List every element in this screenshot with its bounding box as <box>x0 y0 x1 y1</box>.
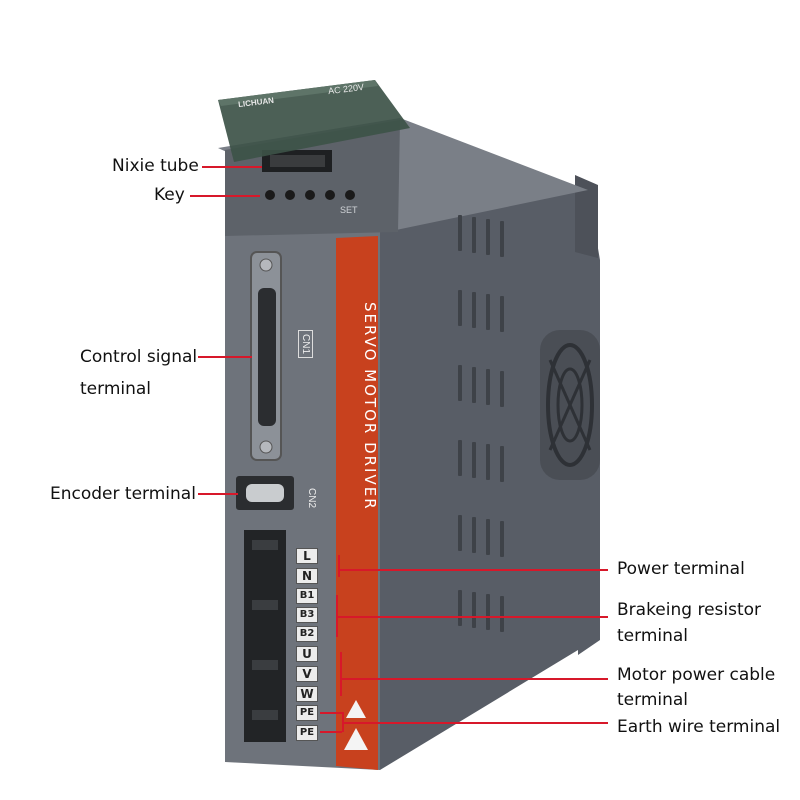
display-cover <box>218 80 410 162</box>
terminal-b1: B1 <box>296 588 318 604</box>
terminal-b2: B2 <box>296 626 318 642</box>
leader-key <box>190 195 260 197</box>
leader-earth <box>320 712 342 714</box>
bracket-braking <box>336 595 338 637</box>
brand-stripe <box>336 236 378 770</box>
leader-encoder <box>198 493 238 495</box>
terminal-b3: B3 <box>296 607 318 623</box>
label-braking-2: terminal <box>617 626 689 646</box>
terminal-pe-1: PE <box>296 705 318 721</box>
set-key-label: SET <box>340 205 358 215</box>
label-braking-1: Brakeing resistor <box>617 600 762 620</box>
cn2-label: CN2 <box>306 488 317 509</box>
label-motor-power-2: terminal <box>617 690 689 710</box>
label-power: Power terminal <box>617 559 745 579</box>
cn2-connector <box>236 476 294 510</box>
cn1-label: CN1 <box>298 330 313 359</box>
cn1-connector <box>250 251 282 461</box>
leader-control-signal <box>198 356 252 358</box>
key-buttons <box>265 190 355 200</box>
side-panel <box>380 130 600 770</box>
label-encoder: Encoder terminal <box>50 484 196 504</box>
label-nixie-tube: Nixie tube <box>112 156 199 176</box>
terminal-u: U <box>296 646 318 662</box>
bracket-motor <box>340 652 342 696</box>
terminal-l: L <box>296 548 318 564</box>
leader-motor-power <box>342 678 608 680</box>
leader-earth-main <box>342 722 608 724</box>
servo-motor-driver-text: SERVO MOTOR DRIVER <box>361 302 379 511</box>
label-key: Key <box>154 185 185 205</box>
terminal-w: W <box>296 686 318 702</box>
terminal-n: N <box>296 568 318 584</box>
label-control-signal-2: terminal <box>80 379 152 399</box>
leader-nixie-tube <box>202 166 262 168</box>
fan-grille <box>540 330 600 480</box>
leader-earth-2 <box>320 731 342 733</box>
leader-braking <box>338 616 608 618</box>
terminal-pe-2: PE <box>296 725 318 741</box>
label-control-signal-1: Control signal <box>80 347 198 367</box>
terminal-v: V <box>296 666 318 682</box>
leader-power <box>340 569 608 571</box>
terminal-block <box>244 530 286 742</box>
label-earth: Earth wire terminal <box>617 717 781 737</box>
label-motor-power-1: Motor power cable <box>617 665 776 685</box>
bracket-power <box>338 555 340 577</box>
